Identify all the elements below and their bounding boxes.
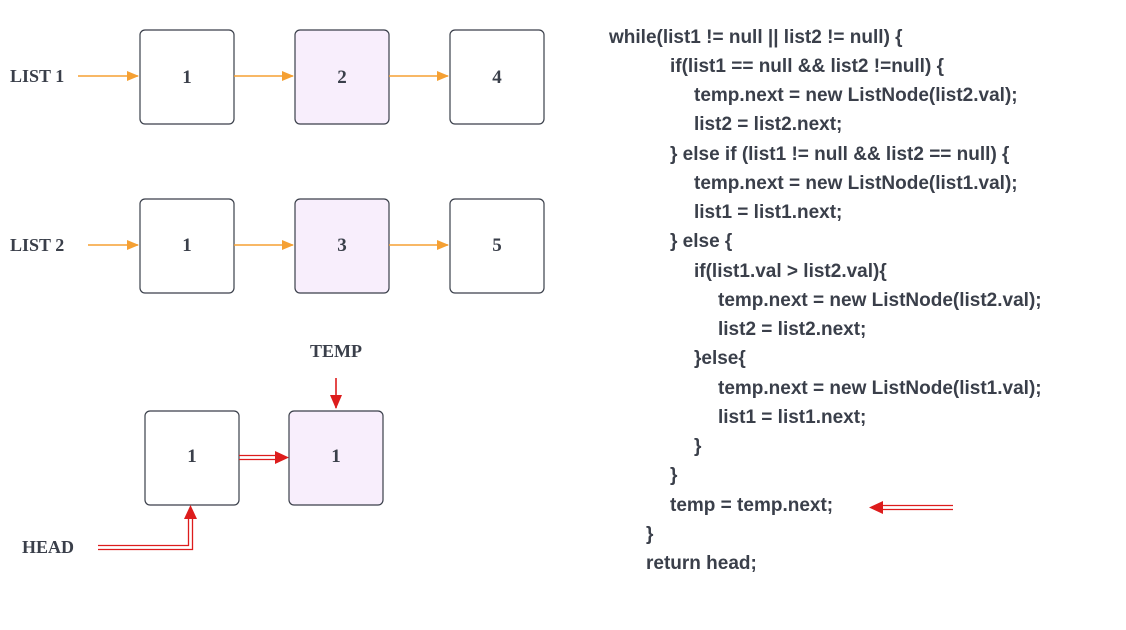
list1-node-2-value: 2 — [337, 67, 347, 88]
list1-node-2: 2 — [294, 29, 390, 125]
result-node-2: 1 — [288, 410, 384, 506]
list1-node-3: 4 — [449, 29, 545, 125]
list1-node-1-value: 1 — [182, 67, 192, 88]
result-node-2-value: 1 — [331, 446, 341, 467]
list2-node-1: 1 — [139, 198, 235, 294]
list2-label: LIST 2 — [10, 235, 64, 255]
list1-node-1: 1 — [139, 29, 235, 125]
list1-label: LIST 1 — [10, 66, 64, 86]
list2-node-2: 3 — [294, 198, 390, 294]
list2-node-1-value: 1 — [182, 235, 192, 256]
list2-node-3-value: 5 — [492, 235, 502, 256]
list1-node-3-value: 4 — [492, 67, 502, 88]
temp-label: TEMP — [310, 341, 362, 361]
result-node-1: 1 — [144, 410, 240, 506]
head-label: HEAD — [22, 537, 74, 557]
list2-node-3: 5 — [449, 198, 545, 294]
result-link-arrow — [239, 451, 289, 464]
list2-node-2-value: 3 — [337, 235, 347, 256]
current-line-arrow — [869, 501, 953, 514]
result-node-1-value: 1 — [187, 446, 197, 467]
head-pointer-arrow — [98, 505, 197, 551]
